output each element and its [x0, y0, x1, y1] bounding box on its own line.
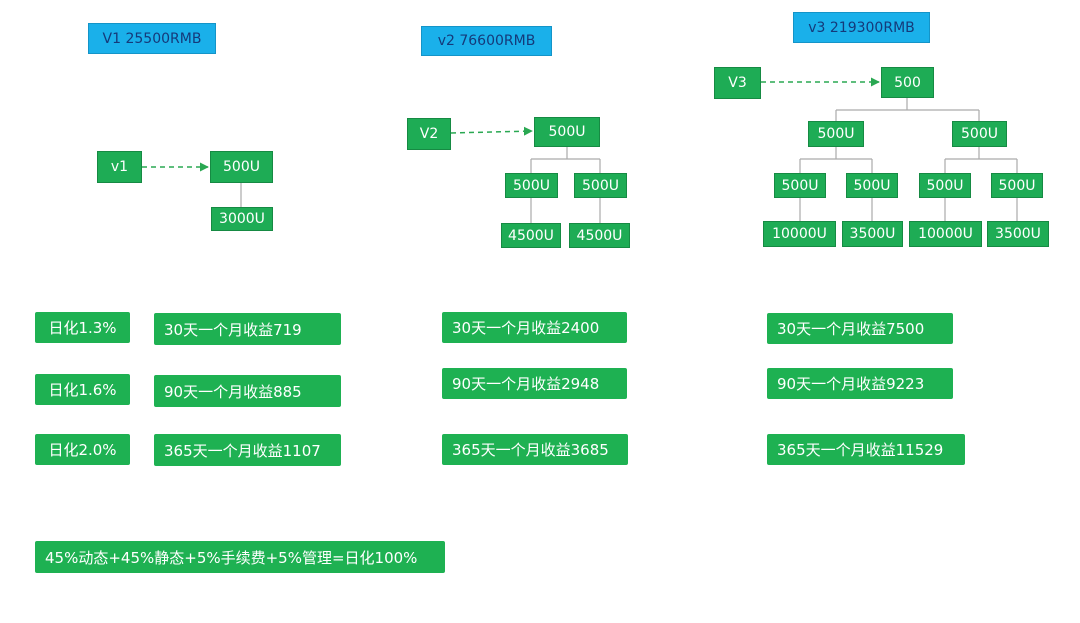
v3-start-node: V3 [714, 67, 761, 99]
v2-tree-connector-level2 [530, 147, 601, 173]
v2-level3-node: 4500U [569, 223, 630, 248]
v1-daily-rate-3: 日化2.0% [35, 434, 130, 465]
v3-tree-connector-level4 [799, 198, 1018, 221]
v2-title: v2 76600RMB [421, 26, 552, 56]
v3-root-node: 500 [881, 67, 934, 98]
formula-box: 45%动态+45%静态+5%手续费+5%管理=日化100% [35, 541, 445, 573]
v1-income-30: 30天一个月收益719 [154, 313, 341, 345]
v1-income-90: 90天一个月收益885 [154, 375, 341, 407]
v3-level3-node: 500U [991, 173, 1043, 198]
v2-level2-node: 500U [505, 173, 558, 198]
v1-daily-rate-2: 日化1.6% [35, 374, 130, 405]
v3-title: v3 219300RMB [793, 12, 930, 43]
v3-income-30: 30天一个月收益7500 [767, 313, 953, 344]
v3-level2-node: 500U [952, 121, 1007, 147]
v1-start-node: v1 [97, 151, 142, 183]
v1-income-365: 365天一个月收益1107 [154, 434, 341, 466]
v1-daily-rate-1: 日化1.3% [35, 312, 130, 343]
v2-income-30: 30天一个月收益2400 [442, 312, 627, 343]
v2-root-node: 500U [534, 117, 600, 147]
v3-income-365: 365天一个月收益11529 [767, 434, 965, 465]
v3-tree-connector-level3-left [799, 147, 873, 173]
v2-income-365: 365天一个月收益3685 [442, 434, 628, 465]
v2-level3-node: 4500U [501, 223, 561, 248]
v2-start-node: V2 [407, 118, 451, 150]
v2-level2-node: 500U [574, 173, 627, 198]
v3-tree-connector-level3-right [944, 147, 1018, 173]
v3-level4-node: 10000U [909, 221, 982, 247]
v1-root-node: 500U [210, 151, 273, 183]
v2-tree-connector-level3 [530, 198, 601, 223]
v1-child-node: 3000U [211, 207, 273, 231]
v3-level3-node: 500U [774, 173, 826, 198]
v3-level4-node: 3500U [987, 221, 1049, 247]
v3-level4-node: 3500U [842, 221, 903, 247]
v3-income-90: 90天一个月收益9223 [767, 368, 953, 399]
v3-tree-connector-level2 [835, 98, 980, 121]
v3-level4-node: 10000U [763, 221, 836, 247]
v1-title: V1 25500RMB [88, 23, 216, 54]
v2-dashed-arrow [450, 126, 533, 136]
v3-level2-node: 500U [808, 121, 864, 147]
v2-income-90: 90天一个月收益2948 [442, 368, 627, 399]
v3-level3-node: 500U [919, 173, 971, 198]
v3-level3-node: 500U [846, 173, 898, 198]
